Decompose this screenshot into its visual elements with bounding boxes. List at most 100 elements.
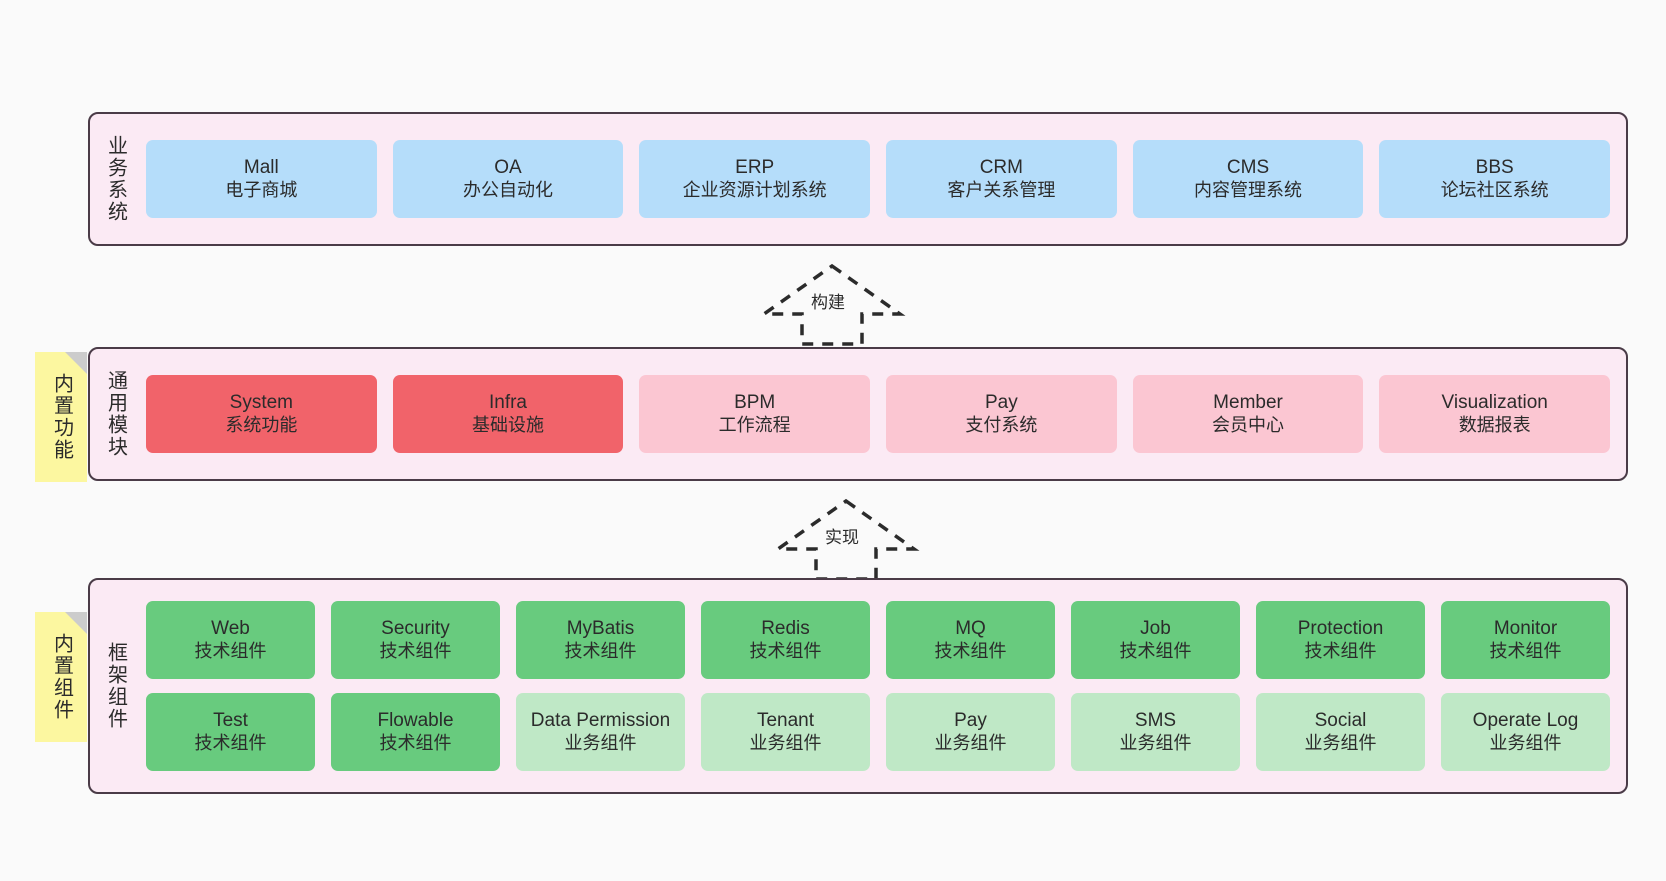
folded-corner-icon xyxy=(65,352,87,374)
node-member[interactable]: Member 会员中心 xyxy=(1132,375,1364,453)
node-title: Pay xyxy=(954,709,987,731)
arrow-build: 构建 xyxy=(758,262,906,348)
node-title: OA xyxy=(494,156,522,178)
note-label: 内置功能 xyxy=(50,373,73,461)
layer-row: Web 技术组件 Security 技术组件 MyBatis 技术组件 Redi… xyxy=(146,601,1610,679)
node-web[interactable]: Web 技术组件 xyxy=(146,601,315,679)
node-subtitle: 数据报表 xyxy=(1458,414,1531,435)
layer-row: System 系统功能 Infra 基础设施 BPM 工作流程 Pay 支付系统… xyxy=(146,375,1611,453)
node-cms[interactable]: CMS 内容管理系统 xyxy=(1132,140,1364,218)
node-crm[interactable]: CRM 客户关系管理 xyxy=(886,140,1117,218)
node-subtitle: 技术组件 xyxy=(934,640,1007,661)
node-title: Flowable xyxy=(377,709,454,731)
note-label: 内置组件 xyxy=(50,633,73,721)
layer-title-framework-component: 框架组件 xyxy=(104,642,127,730)
node-subtitle: 业务组件 xyxy=(749,732,822,753)
node-title: Security xyxy=(381,617,450,639)
layer-row: Mall 电子商城 OA 办公自动化 ERP 企业资源计划系统 CRM 客户关系… xyxy=(146,140,1611,218)
node-title: Monitor xyxy=(1493,617,1558,639)
layer-framework-component: 框架组件 Web 技术组件 Security 技术组件 MyBatis 技术组件… xyxy=(88,578,1628,794)
node-mq[interactable]: MQ 技术组件 xyxy=(886,601,1055,679)
node-title: Visualization xyxy=(1441,391,1548,413)
node-title: MQ xyxy=(955,617,986,639)
node-flowable[interactable]: Flowable 技术组件 xyxy=(331,693,500,771)
node-subtitle: 业务组件 xyxy=(934,732,1007,753)
arrow-implement: 实现 xyxy=(772,497,920,583)
layer-body-business-system: Mall 电子商城 OA 办公自动化 ERP 企业资源计划系统 CRM 客户关系… xyxy=(140,114,1626,244)
node-oa[interactable]: OA 办公自动化 xyxy=(392,140,624,218)
node-title: Job xyxy=(1140,617,1171,639)
node-title: SMS xyxy=(1134,709,1177,731)
node-title: MyBatis xyxy=(566,617,635,639)
node-title: System xyxy=(229,391,294,413)
layer-body-common-module: System 系统功能 Infra 基础设施 BPM 工作流程 Pay 支付系统… xyxy=(140,349,1626,479)
node-bpm[interactable]: BPM 工作流程 xyxy=(639,375,871,453)
node-pay-component[interactable]: Pay 业务组件 xyxy=(886,693,1055,771)
node-title: CRM xyxy=(979,156,1023,178)
node-job[interactable]: Job 技术组件 xyxy=(1071,601,1240,679)
node-test[interactable]: Test 技术组件 xyxy=(146,693,315,771)
node-title: ERP xyxy=(735,156,775,178)
layer-title-common-module: 通用模块 xyxy=(104,370,127,458)
node-erp[interactable]: ERP 企业资源计划系统 xyxy=(639,140,871,218)
node-title: CMS xyxy=(1226,156,1270,178)
node-title: Infra xyxy=(488,391,528,413)
note-builtin-function: 内置功能 xyxy=(35,352,87,482)
node-redis[interactable]: Redis 技术组件 xyxy=(701,601,870,679)
node-subtitle: 客户关系管理 xyxy=(947,179,1056,200)
layer-business-system: 业务系统 Mall 电子商城 OA 办公自动化 ERP 企业资源计划系统 CRM… xyxy=(88,112,1628,246)
node-system[interactable]: System 系统功能 xyxy=(146,375,377,453)
layer-title-business-system: 业务系统 xyxy=(104,135,127,223)
node-operate-log[interactable]: Operate Log 业务组件 xyxy=(1441,693,1610,771)
node-subtitle: 技术组件 xyxy=(564,640,637,661)
node-title: BPM xyxy=(734,391,776,413)
arrow-label-implement: 实现 xyxy=(823,523,861,548)
node-subtitle: 业务组件 xyxy=(1304,732,1377,753)
node-infra[interactable]: Infra 基础设施 xyxy=(392,375,624,453)
node-bbs[interactable]: BBS 论坛社区系统 xyxy=(1379,140,1611,218)
node-subtitle: 电子商城 xyxy=(225,179,298,200)
node-title: Protection xyxy=(1297,617,1384,639)
node-subtitle: 业务组件 xyxy=(564,732,637,753)
node-subtitle: 系统功能 xyxy=(225,414,298,435)
node-monitor[interactable]: Monitor 技术组件 xyxy=(1441,601,1610,679)
node-subtitle: 技术组件 xyxy=(1489,640,1562,661)
node-subtitle: 论坛社区系统 xyxy=(1440,179,1549,200)
note-builtin-component: 内置组件 xyxy=(35,612,87,742)
node-title: Pay xyxy=(984,391,1018,413)
node-subtitle: 工作流程 xyxy=(718,414,791,435)
node-title: Redis xyxy=(761,617,810,639)
node-protection[interactable]: Protection 技术组件 xyxy=(1256,601,1425,679)
folded-corner-icon xyxy=(65,612,87,634)
node-mybatis[interactable]: MyBatis 技术组件 xyxy=(516,601,685,679)
node-tenant[interactable]: Tenant 业务组件 xyxy=(701,693,870,771)
node-subtitle: 办公自动化 xyxy=(463,179,553,200)
node-title: Member xyxy=(1213,391,1283,413)
node-subtitle: 技术组件 xyxy=(379,640,452,661)
node-subtitle: 技术组件 xyxy=(1119,640,1192,661)
node-pay[interactable]: Pay 支付系统 xyxy=(886,375,1117,453)
node-subtitle: 技术组件 xyxy=(749,640,822,661)
node-subtitle: 业务组件 xyxy=(1119,732,1192,753)
node-subtitle: 企业资源计划系统 xyxy=(682,179,827,200)
node-subtitle: 技术组件 xyxy=(1304,640,1377,661)
node-security[interactable]: Security 技术组件 xyxy=(331,601,500,679)
node-sms[interactable]: SMS 业务组件 xyxy=(1071,693,1240,771)
node-title: Operate Log xyxy=(1472,709,1579,731)
node-mall[interactable]: Mall 电子商城 xyxy=(146,140,377,218)
layer-body-framework-component: Web 技术组件 Security 技术组件 MyBatis 技术组件 Redi… xyxy=(140,580,1626,792)
node-title: BBS xyxy=(1475,156,1514,178)
node-subtitle: 技术组件 xyxy=(379,732,452,753)
node-data-permission[interactable]: Data Permission 业务组件 xyxy=(516,693,685,771)
node-visualization[interactable]: Visualization 数据报表 xyxy=(1379,375,1611,453)
node-title: Tenant xyxy=(756,709,815,731)
node-title: Web xyxy=(211,617,250,639)
layer-common-module: 通用模块 System 系统功能 Infra 基础设施 BPM 工作流程 Pay… xyxy=(88,347,1628,481)
node-subtitle: 会员中心 xyxy=(1212,414,1285,435)
node-title: Mall xyxy=(243,156,279,178)
node-social[interactable]: Social 业务组件 xyxy=(1256,693,1425,771)
node-subtitle: 基础设施 xyxy=(472,414,544,435)
arrow-label-build: 构建 xyxy=(809,288,847,313)
node-subtitle: 技术组件 xyxy=(194,732,267,753)
